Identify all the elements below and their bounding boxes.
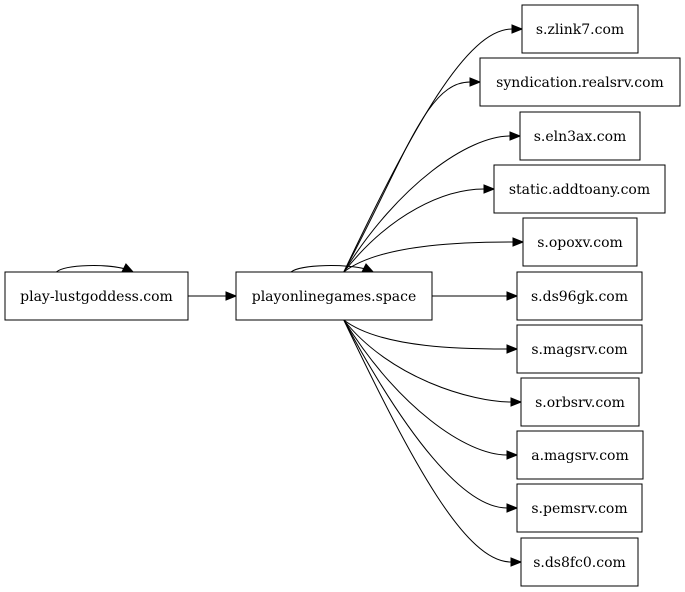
node-box [521, 4, 639, 54]
arrowhead [361, 263, 375, 273]
arrowhead [121, 263, 135, 273]
node-label: play-lustgoddess.com [20, 289, 173, 305]
node-box [520, 537, 639, 587]
edge-line [343, 188, 485, 273]
node-box [516, 271, 643, 321]
node-box [493, 164, 666, 214]
edge-playonlinegames-space-to-syndication-realsrv-com [343, 77, 482, 273]
node-label: s.eln3ax.com [534, 129, 627, 145]
arrowhead [511, 24, 524, 34]
edge-line [343, 319, 512, 403]
edge-line [343, 135, 511, 273]
arrowhead [509, 131, 522, 141]
node-box [516, 483, 643, 533]
arrowhead [483, 184, 496, 194]
node-s-zlink7-com: s.zlink7.com [521, 4, 639, 54]
edge-playonlinegames-space-to-a-magsrv-com [343, 319, 519, 460]
node-box [520, 377, 640, 427]
node-box [516, 324, 643, 374]
node-box [235, 271, 433, 321]
node-s-eln3ax-com: s.eln3ax.com [519, 111, 641, 161]
node-label: syndication.realsrv.com [496, 75, 664, 91]
node-label: s.opoxv.com [537, 235, 623, 251]
edge-line [343, 319, 508, 350]
node-box [519, 111, 641, 161]
edge-playonlinegames-space-to-static-addtoany-com [343, 184, 496, 273]
edge-line [343, 319, 512, 563]
node-s-magsrv-com: s.magsrv.com [516, 324, 643, 374]
node-label: a.magsrv.com [531, 448, 629, 464]
edge-line [290, 265, 366, 273]
node-box [516, 430, 644, 480]
edge-line [343, 28, 513, 273]
node-label: s.zlink7.com [536, 22, 624, 38]
edge-play-lustgoddess-com-to-play-lustgoddess-com [55, 263, 135, 273]
arrowhead [510, 397, 523, 407]
edge-playonlinegames-space-to-s-eln3ax-com [343, 131, 522, 273]
node-s-ds96gk-com: s.ds96gk.com [516, 271, 643, 321]
arrowhead [506, 450, 519, 460]
arrowhead [510, 557, 523, 567]
edge-playonlinegames-space-to-s-ds96gk-com [432, 291, 519, 301]
edge-line [343, 241, 514, 273]
node-play-lustgoddess-com: play-lustgoddess.com [4, 271, 189, 321]
arrowhead [469, 77, 482, 87]
edge-line [343, 319, 508, 509]
edge-playonlinegames-space-to-s-orbsrv-com [343, 319, 523, 407]
node-s-orbsrv-com: s.orbsrv.com [520, 377, 640, 427]
edge-line [343, 81, 471, 273]
edge-line [343, 319, 508, 456]
node-s-ds8fc0-com: s.ds8fc0.com [520, 537, 639, 587]
edge-playonlinegames-space-to-s-pemsrv-com [343, 319, 519, 513]
edge-playonlinegames-space-to-s-magsrv-com [343, 319, 519, 354]
arrowhead [512, 237, 525, 247]
node-label: static.addtoany.com [509, 182, 650, 198]
node-label: s.ds96gk.com [531, 289, 628, 305]
node-box [4, 271, 189, 321]
node-a-magsrv-com: a.magsrv.com [516, 430, 644, 480]
arrowhead [506, 291, 519, 301]
node-label: s.ds8fc0.com [533, 555, 626, 571]
node-label: s.magsrv.com [531, 342, 627, 358]
arrowhead [506, 344, 519, 354]
edge-playonlinegames-space-to-playonlinegames-space [290, 263, 375, 273]
arrowhead [506, 503, 519, 513]
arrowhead [225, 291, 238, 301]
edge-play-lustgoddess-com-to-playonlinegames-space [188, 291, 238, 301]
node-playonlinegames-space: playonlinegames.space [235, 271, 433, 321]
node-s-opoxv-com: s.opoxv.com [522, 217, 638, 267]
node-s-pemsrv-com: s.pemsrv.com [516, 483, 643, 533]
node-box [479, 57, 681, 107]
node-box [522, 217, 638, 267]
node-label: s.pemsrv.com [531, 501, 627, 517]
edge-playonlinegames-space-to-s-opoxv-com [343, 237, 525, 273]
edge-playonlinegames-space-to-s-zlink7-com [343, 24, 524, 273]
edge-playonlinegames-space-to-s-ds8fc0-com [343, 319, 523, 567]
edge-line [55, 265, 126, 273]
node-static-addtoany-com: static.addtoany.com [493, 164, 666, 214]
node-label: playonlinegames.space [252, 289, 417, 305]
node-label: s.orbsrv.com [535, 395, 625, 411]
node-syndication-realsrv-com: syndication.realsrv.com [479, 57, 681, 107]
